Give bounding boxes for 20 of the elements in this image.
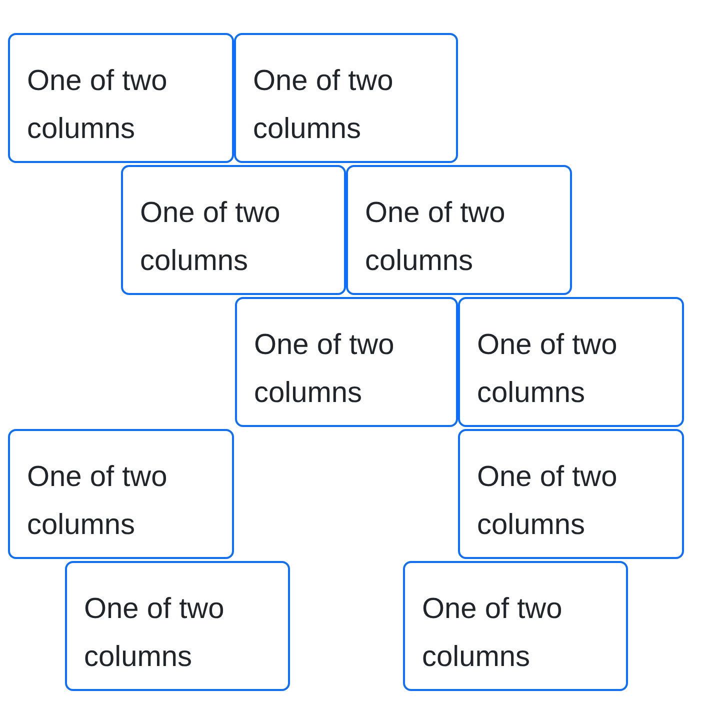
column-label: One of two columns (422, 592, 564, 675)
grid-column (8, 33, 234, 163)
column-label: One of two columns (477, 460, 618, 543)
column-label: One of two columns (84, 592, 226, 675)
grid-column (234, 33, 458, 163)
column-label: One of two columns (477, 328, 618, 411)
grid-column (121, 165, 346, 295)
grid-column (403, 561, 628, 691)
column-label: One of two columns (27, 460, 168, 543)
column-label: One of two columns (140, 196, 282, 279)
grid-column (458, 429, 684, 559)
column-label: One of two columns (254, 328, 396, 411)
grid-column (458, 297, 684, 427)
grid-column (235, 297, 458, 427)
grid-column (346, 165, 572, 295)
grid-column (8, 429, 234, 559)
grid-column (65, 561, 290, 691)
column-label: One of two columns (27, 64, 168, 147)
column-label: One of two columns (253, 64, 394, 147)
column-label: One of two columns (365, 196, 506, 279)
